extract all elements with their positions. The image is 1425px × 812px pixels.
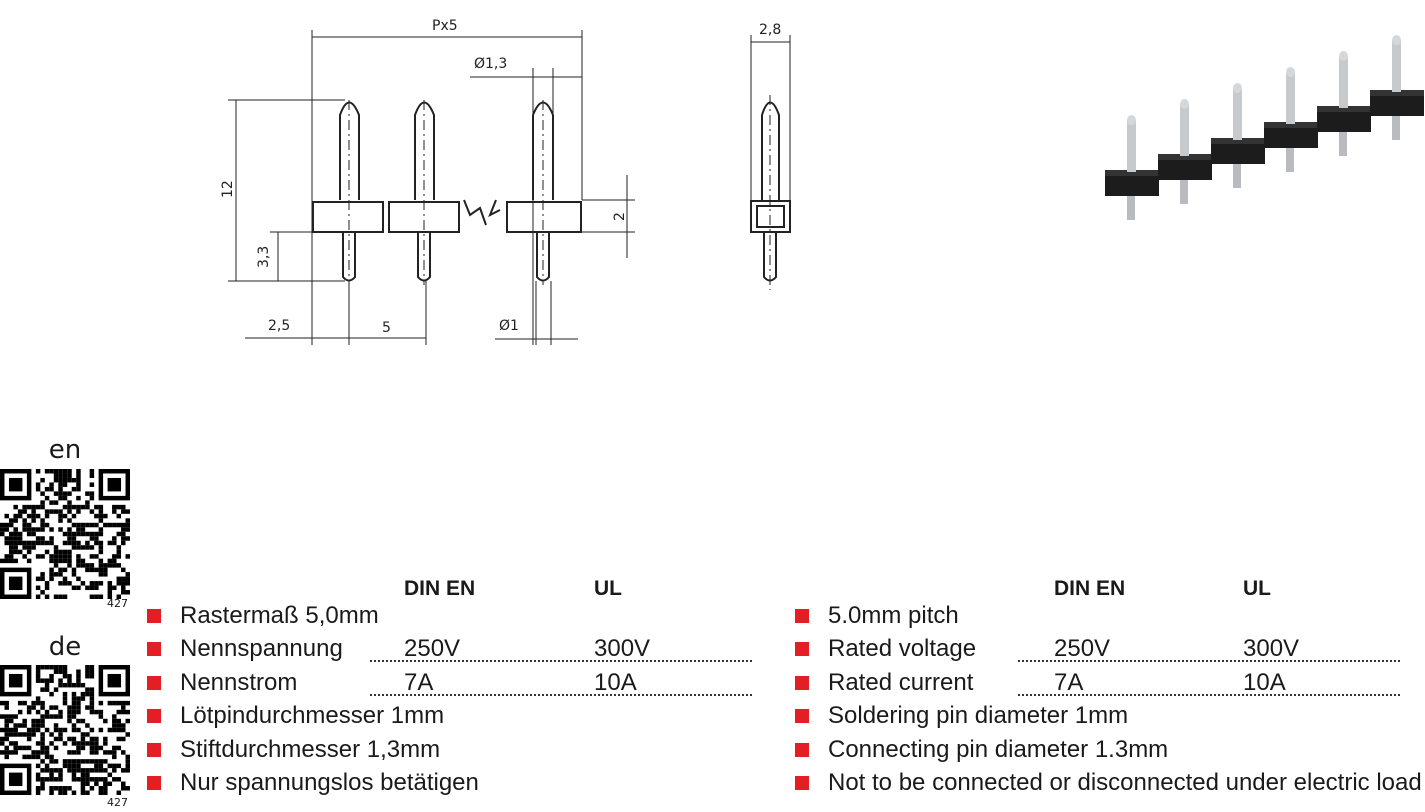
spec-row: 5.0mm pitch [795, 599, 1425, 632]
dim-offset: 2,5 [268, 318, 290, 334]
spec-label: 5.0mm pitch [828, 602, 959, 629]
qr-number-en: 427 [107, 597, 128, 610]
spec-label: Not to be connected or disconnected unde… [828, 769, 1422, 796]
pin [1127, 190, 1135, 220]
pin [1339, 56, 1348, 108]
col-header-din-en: DIN EN [1054, 577, 1126, 600]
dotted-leader [370, 693, 752, 696]
spec-row: Soldering pin diameter 1mm [795, 699, 1425, 732]
spec-label: Rated voltage [828, 635, 977, 663]
dim-solder-diameter: Ø1 [499, 318, 519, 334]
pin [1392, 110, 1400, 140]
dim-pin-diameter: Ø1,3 [474, 56, 507, 72]
bullet-icon [795, 675, 809, 690]
dim-pitch-total: Px5 [432, 18, 458, 34]
bullet-icon [147, 776, 161, 790]
col-header-ul: UL [594, 577, 622, 600]
pin [1233, 88, 1242, 140]
pin [1392, 40, 1401, 92]
pin [1180, 174, 1188, 204]
technical-drawing: Px5 Ø1,3 12 3,3 2 2,5 5 Ø1 2,8 [220, 18, 791, 345]
product-photo [1105, 35, 1424, 220]
spec-row: Nennspannung 250V 300V [147, 632, 782, 665]
pin [1286, 142, 1294, 172]
spec-label: Rastermaß 5,0mm [180, 602, 379, 629]
spec-value-din-en: 250V [404, 635, 461, 663]
spec-row: Not to be connected or disconnected unde… [795, 766, 1425, 799]
spec-row: Rated voltage 250V 300V [795, 632, 1425, 665]
dotted-leader [1018, 693, 1400, 696]
spec-value-ul: 10A [594, 668, 637, 696]
spec-label: Soldering pin diameter 1mm [828, 702, 1129, 730]
pin [1127, 120, 1136, 172]
qr-number-de: 427 [107, 796, 128, 809]
spec-value-din-en: 250V [1054, 635, 1111, 663]
bullet-icon [795, 742, 809, 757]
spec-label: Stiftdurchmesser 1,3mm [180, 735, 441, 763]
qr-label-en: en [48, 435, 82, 465]
spec-row: Connecting pin diameter 1.3mm [795, 733, 1425, 766]
spec-value-ul: 300V [594, 635, 651, 663]
bullet-icon [795, 609, 809, 623]
bullet-icon [795, 776, 809, 790]
bullet-icon [147, 742, 161, 757]
dim-height: 12 [220, 180, 236, 198]
spec-row: Rated current 7A 10A [795, 666, 1425, 699]
spec-row: Lötpindurchmesser 1mm [147, 699, 782, 732]
dim-bottom: 3,3 [256, 246, 272, 268]
spec-row: Stiftdurchmesser 1,3mm [147, 733, 782, 766]
bullet-icon [147, 609, 161, 623]
col-header-din-en: DIN EN [404, 577, 476, 600]
spec-row: Nur spannungslos betätigen [147, 766, 782, 799]
bullet-icon [147, 642, 161, 657]
spec-label: Connecting pin diameter 1.3mm [828, 735, 1169, 763]
col-header-ul: UL [1243, 577, 1271, 600]
pin [1233, 158, 1241, 188]
bullet-icon [147, 709, 161, 724]
spec-row: Rastermaß 5,0mm [147, 599, 782, 632]
bullet-icon [147, 675, 161, 690]
bullet-icon [795, 642, 809, 657]
dim-body: 2 [612, 212, 628, 221]
spec-label: Rated current [828, 668, 974, 696]
dotted-leader [1018, 660, 1400, 663]
spec-value-ul: 300V [1243, 635, 1300, 663]
dotted-leader [370, 660, 752, 663]
spec-row: Nennstrom 7A 10A [147, 666, 782, 699]
pin [1180, 104, 1189, 156]
pin [1339, 126, 1347, 156]
spec-label: Nur spannungslos betätigen [180, 769, 479, 796]
spec-value-ul: 10A [1243, 668, 1286, 696]
spec-label: Lötpindurchmesser 1mm [180, 702, 445, 730]
front-view: Px5 Ø1,3 12 3,3 2 2,5 5 Ø1 [220, 18, 635, 345]
dim-width: 2,8 [759, 22, 781, 38]
bullet-icon [795, 709, 809, 724]
spec-label: Nennspannung [180, 635, 343, 663]
dim-pitch: 5 [382, 320, 391, 336]
qr-code-de[interactable] [0, 664, 130, 796]
qr-label-de: de [48, 632, 82, 662]
qr-code-en[interactable] [0, 468, 130, 600]
pin [1286, 72, 1295, 124]
spec-value-din-en: 7A [1054, 668, 1084, 696]
spec-value-din-en: 7A [404, 668, 434, 696]
side-view: 2,8 [750, 22, 791, 290]
spec-label: Nennstrom [180, 668, 298, 696]
